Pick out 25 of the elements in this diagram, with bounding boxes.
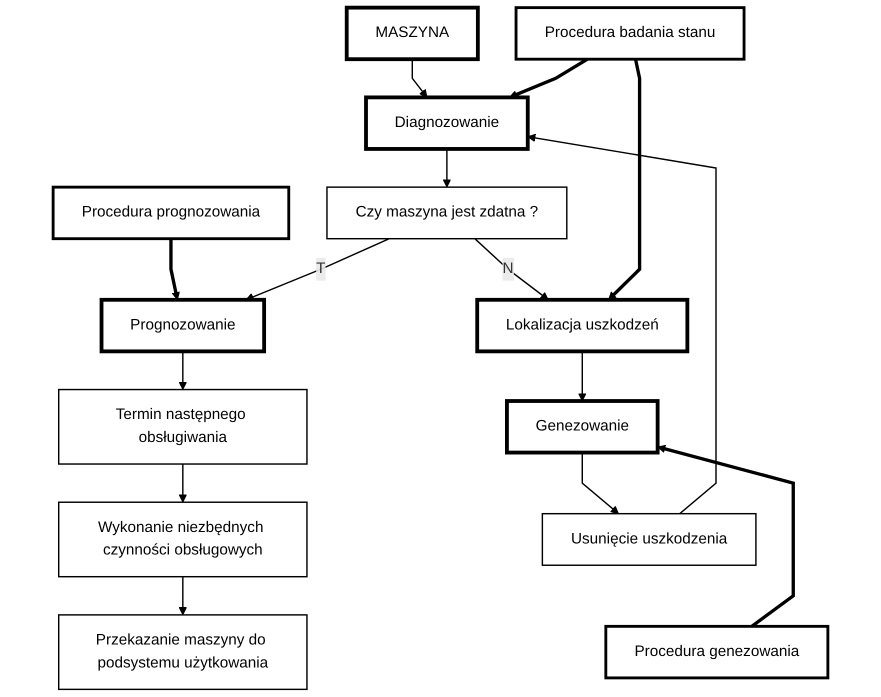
arrow — [169, 238, 180, 300]
edge-label: N — [502, 260, 514, 277]
node-box: Procedura genezowania — [604, 624, 830, 680]
node-box: Termin następnego obsługiwania — [58, 388, 308, 465]
arrow — [178, 464, 188, 503]
node-box: Procedura badania stanu — [514, 6, 746, 61]
arrow — [412, 59, 428, 98]
node-box: Usunięcie uszkodzenia — [542, 512, 757, 566]
node-box: MASZYNA — [344, 6, 480, 62]
arrow — [608, 58, 642, 300]
node-box: Diagnozowanie — [364, 95, 530, 151]
node-box: Wykonanie niezbędnych czynności obsługowych — [58, 502, 308, 578]
arrow — [582, 452, 619, 514]
arrow — [178, 351, 188, 390]
edge-label: T — [316, 260, 326, 277]
node-box: Prognozowanie — [100, 298, 266, 354]
node-box: Procedura prognozowania — [52, 186, 290, 240]
node-box: Genezowanie — [505, 399, 660, 454]
node-box: Czy maszyna jest zdatna ? — [326, 186, 568, 240]
arrow — [178, 576, 188, 616]
arrow — [474, 238, 549, 300]
arrow — [578, 351, 586, 402]
node-box: Przekazanie maszyny do podsystemu użytkowania — [58, 614, 308, 690]
arrow — [442, 148, 452, 188]
node-box: Lokalizacja uszkodzeń — [475, 298, 690, 354]
